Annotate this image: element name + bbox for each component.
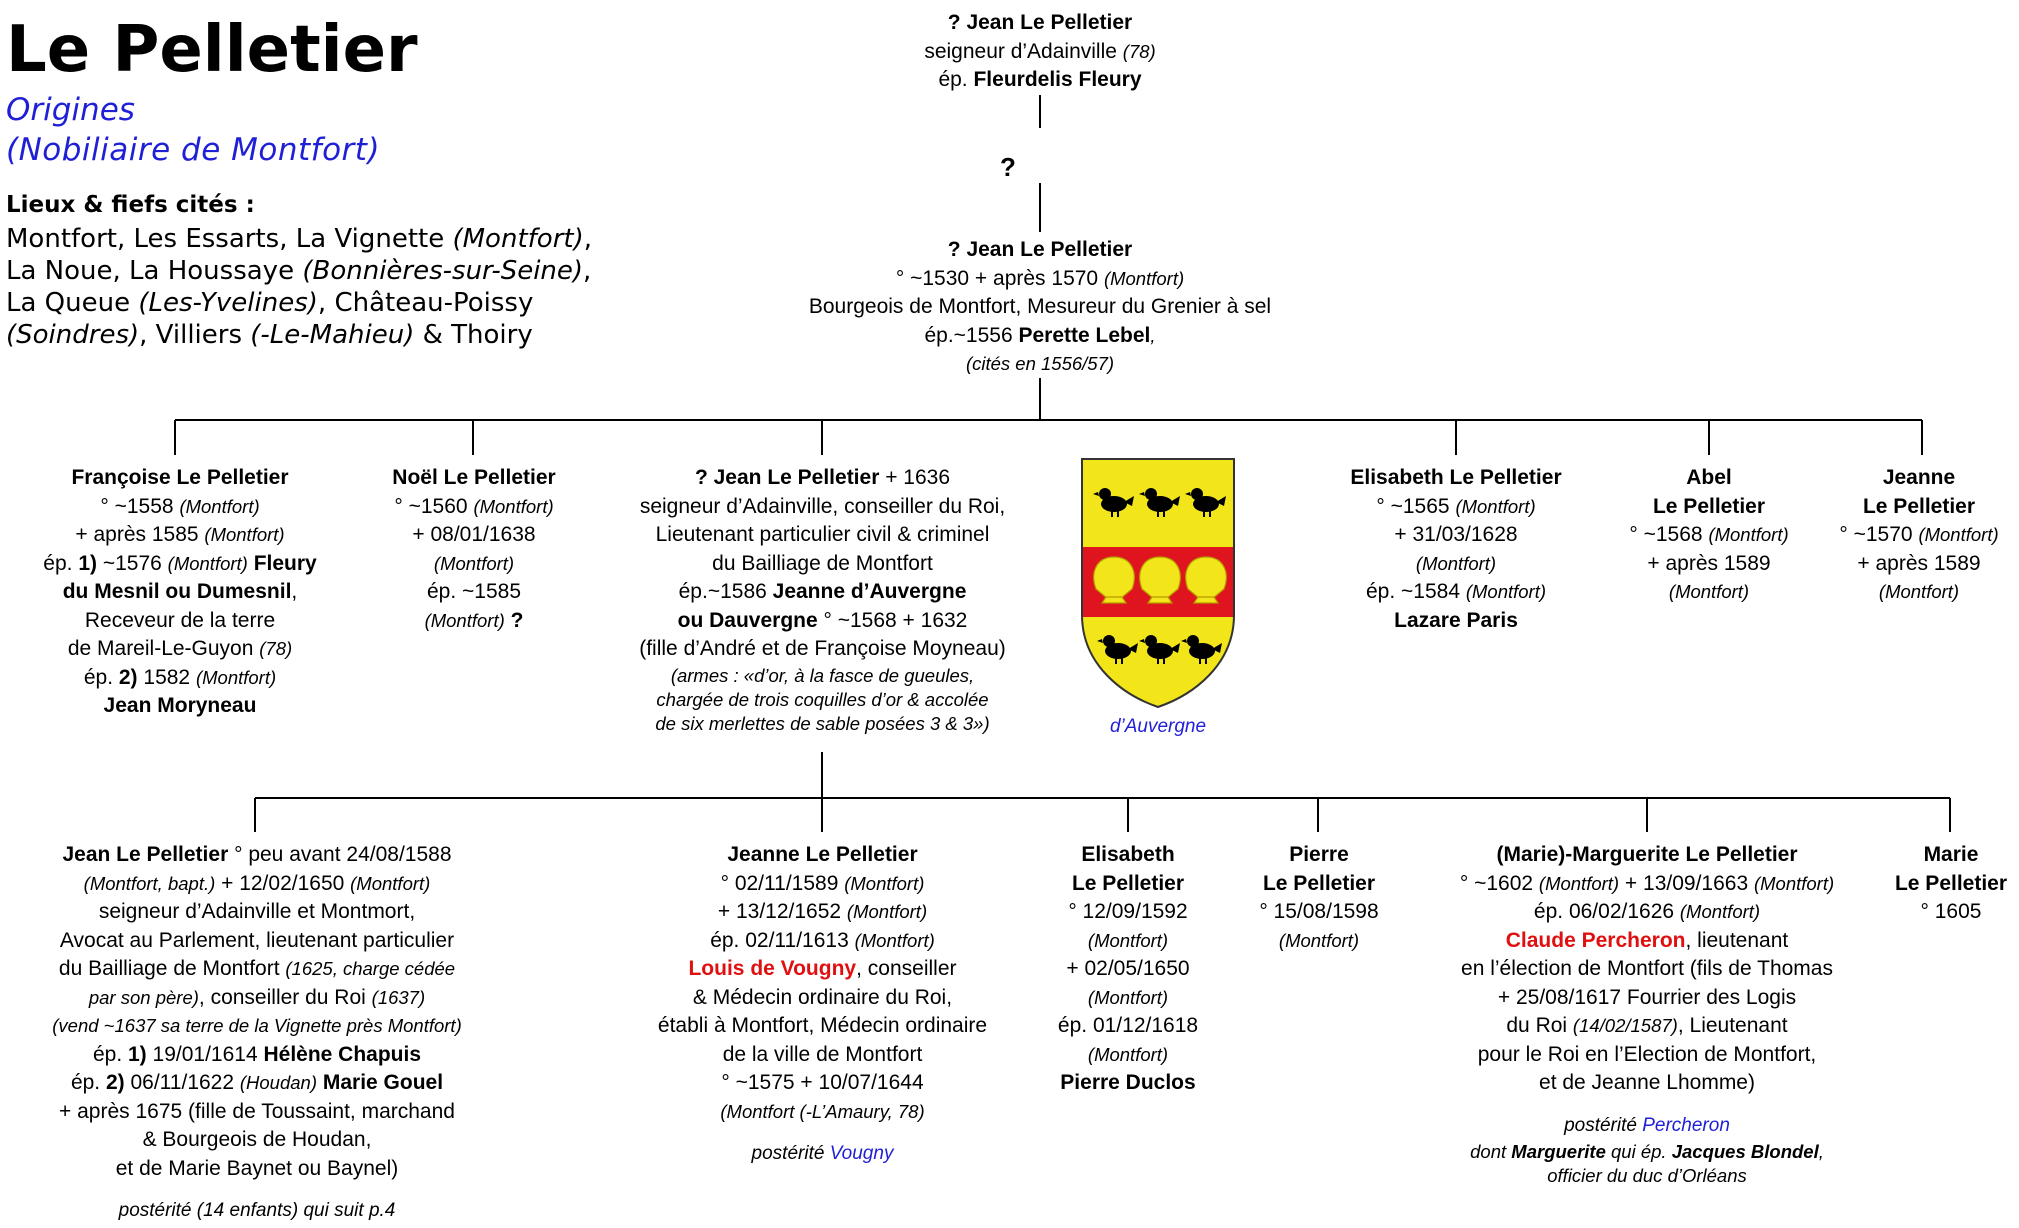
coquilles bbox=[1093, 556, 1227, 604]
person-elisabeth-1565: Elisabeth Le Pelletier ° ~1565 (Montfort… bbox=[1350, 466, 1562, 632]
person-marie-1605: Marie Le Pelletier ° 1605 bbox=[1894, 843, 2008, 923]
person-jean-1530: ? Jean Le Pelletier ° ~1530 + après 1570… bbox=[808, 238, 1272, 374]
coat-of-arms-auvergne bbox=[1081, 458, 1235, 709]
lieux-list: Montfort, Les Essarts, La Vignette (Mont… bbox=[6, 224, 592, 350]
person-jeanne-1589: Jeanne Le Pelletier ° 02/11/1589 (Montfo… bbox=[657, 843, 988, 1164]
person-jean-1636: ? Jean Le Pelletier + 1636 seigneur d’Ad… bbox=[639, 466, 1006, 734]
person-marguerite: (Marie)-Marguerite Le Pelletier ° ~1602 … bbox=[1459, 843, 1835, 1186]
page-source: (Nobiliaire de Montfort) bbox=[6, 132, 381, 168]
person-abel: Abel Le Pelletier ° ~1568 (Montfort) + a… bbox=[1629, 466, 1789, 602]
page-subtitle: Origines bbox=[6, 92, 135, 128]
page-title: Le Pelletier bbox=[6, 13, 418, 87]
person-francoise: Françoise Le Pelletier ° ~1558 (Montfort… bbox=[43, 466, 317, 717]
lieux-heading: Lieux & fiefs cités : bbox=[6, 192, 255, 218]
person-elisabeth-1592: Elisabeth Le Pelletier ° 12/09/1592 (Mon… bbox=[1057, 843, 1199, 1094]
person-pierre: Pierre Le Pelletier ° 15/08/1598 (Montfo… bbox=[1259, 843, 1379, 951]
person-jean-1588: Jean Le Pelletier ° peu avant 24/08/1588… bbox=[52, 843, 462, 1221]
person-noel: Noël Le Pelletier ° ~1560 (Montfort) + 0… bbox=[392, 466, 556, 632]
person-jean-top: ? Jean Le Pelletier seigneur d’Adainvill… bbox=[924, 11, 1156, 91]
unknown-generation-mark: ? bbox=[1000, 152, 1016, 182]
arms-caption: d’Auvergne bbox=[1109, 716, 1207, 737]
person-jeanne-1570: Jeanne Le Pelletier ° ~1570 (Montfort) +… bbox=[1839, 466, 1999, 602]
